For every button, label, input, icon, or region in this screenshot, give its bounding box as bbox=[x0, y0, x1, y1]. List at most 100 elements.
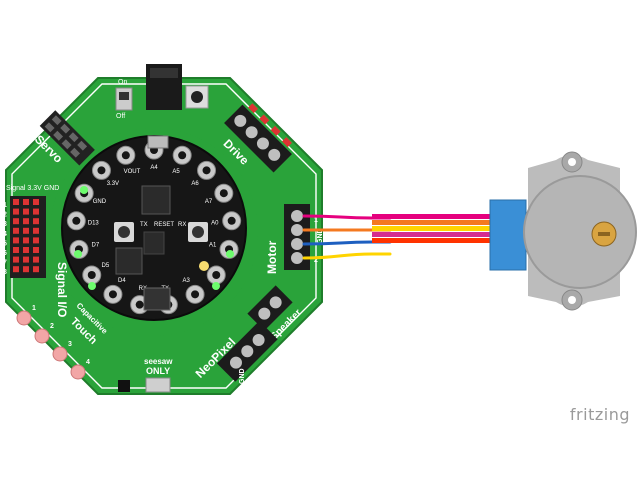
signal-pin bbox=[13, 218, 19, 225]
motor-label: Motor bbox=[265, 240, 279, 274]
cpx-pad-hole bbox=[72, 216, 81, 225]
signal-io-label: Signal I/O bbox=[55, 262, 69, 317]
mounting-hole bbox=[118, 380, 130, 392]
signal-pin bbox=[23, 247, 29, 253]
signal-pin bbox=[33, 266, 39, 273]
signal-pin bbox=[23, 208, 29, 215]
cable-strand bbox=[372, 238, 492, 243]
power-switch[interactable] bbox=[115, 87, 133, 111]
neopixel-terminal bbox=[216, 320, 278, 382]
touch-pin-1: 1 bbox=[32, 305, 36, 312]
cpx-battery-port bbox=[143, 287, 171, 311]
touch-pad[interactable] bbox=[34, 328, 50, 344]
cpx-pad-label: D13 bbox=[88, 220, 100, 226]
signal-pin bbox=[33, 227, 39, 234]
wire-yellow bbox=[302, 252, 392, 260]
wires bbox=[302, 214, 392, 260]
signal-pin bbox=[23, 237, 29, 244]
touch-pin-4: 4 bbox=[86, 359, 90, 366]
slide-switch[interactable] bbox=[143, 231, 165, 255]
stepper-motor bbox=[372, 151, 637, 311]
touch-pad[interactable] bbox=[52, 346, 68, 362]
touch-pads: 1 2 3 4 bbox=[16, 305, 90, 380]
seesaw-label: seesaw bbox=[144, 357, 173, 366]
power-jack bbox=[146, 64, 182, 110]
signal-pin bbox=[13, 256, 19, 263]
cable-strand bbox=[372, 232, 492, 237]
motor-body bbox=[523, 175, 637, 289]
button-b-cap bbox=[192, 226, 204, 238]
signal-pin bbox=[33, 208, 39, 215]
signal-pin bbox=[13, 266, 19, 273]
signal-pin-label: 5 bbox=[3, 240, 7, 247]
signal-pin bbox=[23, 199, 29, 205]
motor-pin-2: 2 bbox=[314, 257, 318, 264]
neopixel-led bbox=[226, 250, 234, 258]
signal-pin bbox=[33, 256, 39, 263]
cpx-pad-hole bbox=[135, 300, 144, 309]
second-chip bbox=[115, 247, 143, 275]
neopixel-led bbox=[80, 186, 88, 194]
cpx-pad-label: 3.3V bbox=[107, 181, 119, 187]
fritzing-watermark: fritzing bbox=[569, 405, 630, 424]
main-chip bbox=[141, 185, 171, 215]
circuit-playground: A4A5A6A7A0A1A2A3TXRXD4D5D7D13GND3.3VVOUT… bbox=[61, 135, 247, 321]
neopixel-led bbox=[88, 282, 96, 290]
off-label: Off bbox=[116, 113, 125, 120]
signal-pin bbox=[13, 199, 19, 205]
cpx-pad-label: D4 bbox=[118, 278, 126, 284]
signal-pin bbox=[33, 247, 39, 253]
wire-pink bbox=[302, 214, 392, 220]
signal-pin bbox=[13, 247, 19, 253]
motor-pin-gnd: GND bbox=[317, 228, 324, 244]
cpx-pad-hole bbox=[191, 290, 200, 299]
drive-5v-label: 5V bbox=[288, 131, 299, 142]
signal-pin-label: 8 bbox=[3, 269, 7, 276]
signal-pin bbox=[23, 256, 29, 263]
cpx-pad-label: A5 bbox=[172, 169, 180, 175]
neopixel-pin-5v: 5V bbox=[261, 375, 268, 384]
signal-pin bbox=[13, 227, 19, 234]
cpx-pad-label: VOUT bbox=[124, 169, 141, 175]
motor-connector bbox=[489, 199, 527, 271]
neopixel-led bbox=[212, 282, 220, 290]
neopixel-led bbox=[74, 250, 82, 258]
cpx-pad-label: A0 bbox=[211, 220, 219, 226]
touch-pad[interactable] bbox=[70, 364, 86, 380]
signal-pin bbox=[13, 237, 19, 244]
signal-pin bbox=[13, 208, 19, 215]
touch-pad[interactable] bbox=[16, 310, 32, 326]
cpx-pad-hole bbox=[108, 290, 117, 299]
cpx-pad-hole bbox=[219, 189, 228, 198]
light-sensor bbox=[199, 261, 209, 271]
cpx-pad-hole bbox=[212, 271, 221, 280]
cpx-pad-hole bbox=[178, 151, 187, 160]
only-label: ONLY bbox=[146, 366, 170, 376]
signal-header-label: Signal 3.3V GND bbox=[6, 185, 59, 192]
cpx-pad-label: A1 bbox=[209, 243, 217, 249]
signal-pin-label: 2 bbox=[3, 212, 7, 219]
signal-pin bbox=[33, 237, 39, 244]
signal-pin bbox=[33, 218, 39, 225]
cpx-pad-label: RX bbox=[139, 286, 147, 292]
motor-pin-1: 1 bbox=[314, 217, 318, 224]
motor-terminal bbox=[284, 204, 310, 270]
touch-pin-2: 2 bbox=[50, 323, 54, 330]
cable-strand bbox=[372, 226, 492, 231]
cpx-pad-label: A6 bbox=[191, 181, 199, 187]
signal-pin bbox=[23, 266, 29, 273]
signal-pin bbox=[23, 218, 29, 225]
cpx-pad-hole bbox=[97, 166, 106, 175]
cpx-reset-label: RESET bbox=[154, 222, 174, 228]
signal-pin-label: 3 bbox=[3, 221, 7, 228]
reset-button[interactable] bbox=[185, 85, 209, 109]
cable-strand bbox=[372, 220, 492, 225]
wire-blue bbox=[302, 240, 392, 246]
cpx-rx-label: RX bbox=[178, 222, 186, 228]
on-label: On bbox=[118, 79, 127, 86]
signal-pin-label: 6 bbox=[3, 250, 7, 257]
signal-pin-label: 4 bbox=[3, 231, 7, 238]
cpx-pad-label: A4 bbox=[150, 165, 158, 171]
signal-pin-label: 7 bbox=[3, 260, 7, 267]
